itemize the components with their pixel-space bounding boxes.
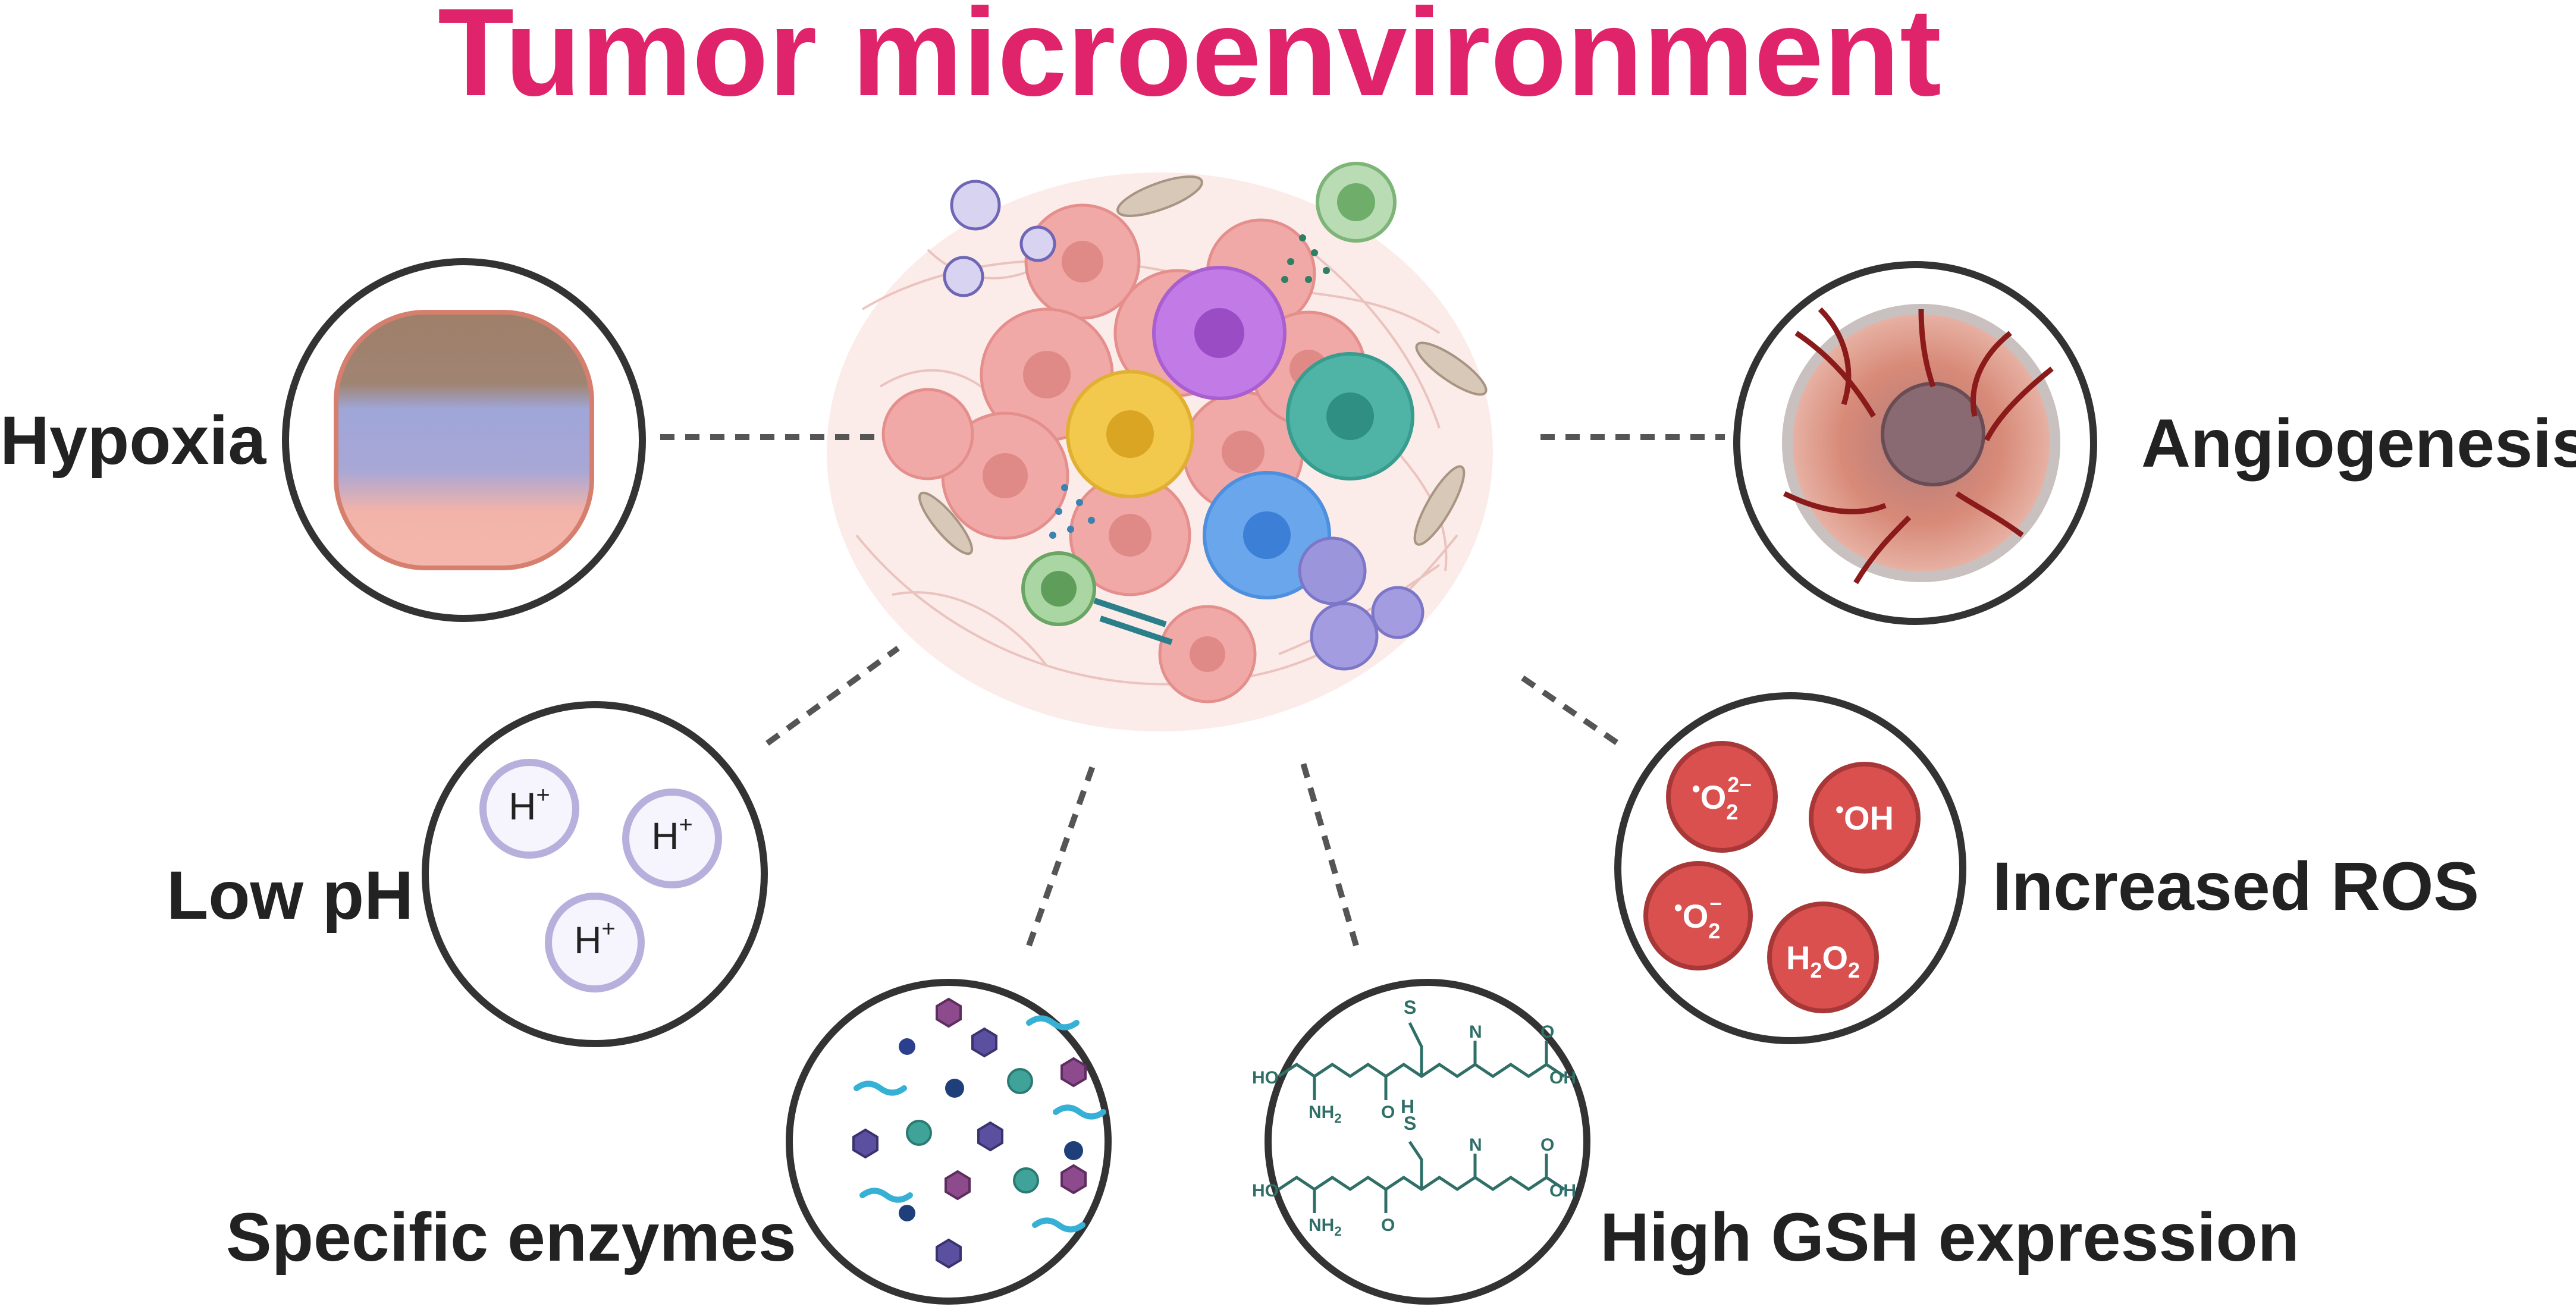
superoxide-dianion-icon: •O22− bbox=[1666, 741, 1778, 853]
svg-text:H+: H+ bbox=[509, 782, 550, 828]
svg-text:H: H bbox=[1401, 1096, 1414, 1117]
angiogenesis-feature: Angiogenesis bbox=[1733, 261, 2576, 625]
proton-icon: H+ bbox=[622, 789, 722, 888]
svg-text:HO: HO bbox=[1252, 1181, 1279, 1201]
enzyme-molecules-icon bbox=[852, 997, 1106, 1269]
hydroxyl-radical-icon: •OH bbox=[1809, 762, 1921, 874]
svg-text:S: S bbox=[1404, 997, 1416, 1018]
high-gsh-feature: S S H HO HO OH OH NH2 NH2 O O N N O O Hi… bbox=[1252, 979, 2299, 1305]
svg-text:•O2−: •O2− bbox=[1674, 891, 1722, 943]
svg-text:H+: H+ bbox=[574, 916, 616, 962]
angiogenesis-label: Angiogenesis bbox=[2141, 406, 2576, 482]
page-title: Tumor microenvironment bbox=[438, 0, 1941, 122]
hypoxia-label: Hypoxia bbox=[0, 403, 266, 479]
increased-ros-label: Increased ROS bbox=[1993, 849, 2479, 925]
svg-text:•O22−: •O22− bbox=[1692, 772, 1752, 824]
hypoxic-tumor-icon bbox=[334, 310, 594, 570]
svg-text:OH: OH bbox=[1549, 1068, 1576, 1088]
svg-text:NH2: NH2 bbox=[1309, 1102, 1342, 1126]
svg-text:S: S bbox=[1404, 1113, 1416, 1134]
specific-enzymes-feature: Specific enzymes bbox=[226, 979, 1112, 1305]
low-ph-circle bbox=[422, 701, 768, 1047]
svg-text:•OH: •OH bbox=[1835, 797, 1894, 837]
svg-text:HO: HO bbox=[1252, 1068, 1279, 1088]
svg-text:O: O bbox=[1540, 1135, 1554, 1155]
svg-text:O: O bbox=[1540, 1022, 1554, 1042]
connector-lines bbox=[660, 434, 1725, 947]
svg-text:N: N bbox=[1469, 1135, 1482, 1155]
blood-vessel-icon bbox=[1783, 307, 2054, 585]
glutathione-structure-icon bbox=[1278, 1022, 1565, 1213]
svg-text:O: O bbox=[1381, 1102, 1395, 1122]
hydrogen-peroxide-icon: H2O2 bbox=[1767, 901, 1879, 1013]
proton-icon: H+ bbox=[545, 893, 645, 992]
low-ph-feature: H+ H+ H+ Low pH bbox=[167, 701, 768, 1047]
enzymes-circle bbox=[786, 979, 1112, 1305]
specific-enzymes-label: Specific enzymes bbox=[226, 1199, 796, 1276]
high-gsh-label: High GSH expression bbox=[1600, 1199, 2299, 1276]
proton-icon: H+ bbox=[479, 759, 579, 859]
low-ph-label: Low pH bbox=[167, 857, 413, 934]
superoxide-anion-icon: •O2− bbox=[1643, 861, 1753, 970]
svg-text:H+: H+ bbox=[651, 812, 693, 857]
svg-text:N: N bbox=[1469, 1022, 1482, 1042]
hypoxia-feature: Hypoxia bbox=[0, 258, 646, 622]
increased-ros-feature: •O22− •OH •O2− H2O2 Increased ROS bbox=[1614, 692, 2479, 1044]
glutathione-atoms: S S H HO HO OH OH NH2 NH2 O O N N O O bbox=[1252, 997, 1576, 1239]
svg-text:O: O bbox=[1381, 1215, 1395, 1235]
gsh-circle bbox=[1265, 979, 1590, 1305]
tumor-cluster-illustration bbox=[827, 162, 1493, 731]
svg-text:H2O2: H2O2 bbox=[1786, 939, 1860, 982]
svg-text:OH: OH bbox=[1549, 1181, 1576, 1201]
svg-text:NH2: NH2 bbox=[1309, 1215, 1342, 1239]
